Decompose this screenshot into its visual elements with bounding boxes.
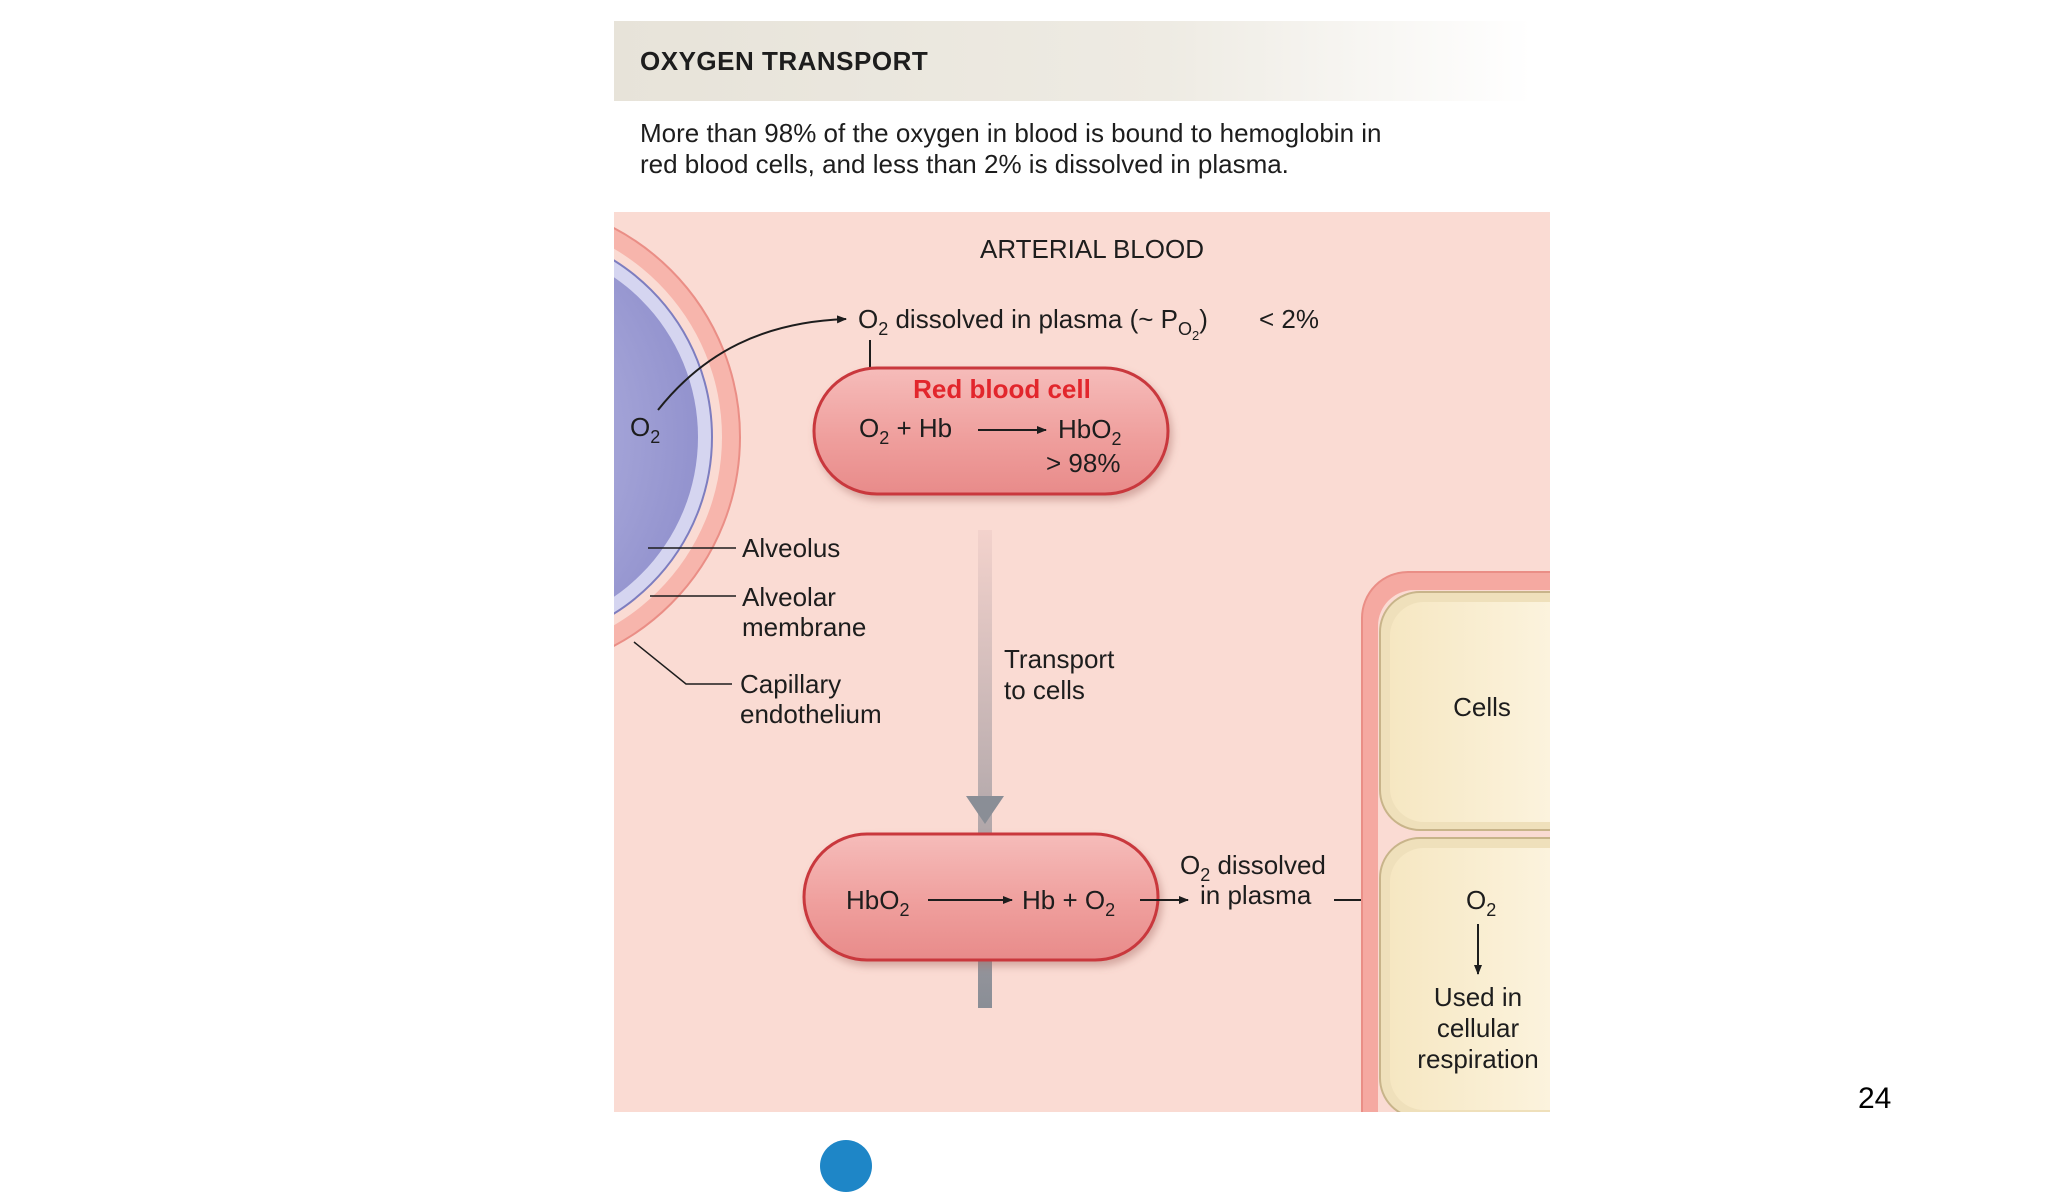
plasma-dissolved-line: O2 dissolved in plasma (~ PO2): [858, 304, 1208, 343]
rbc-percent: > 98%: [1046, 448, 1120, 478]
respiration-line-1: Used in: [1434, 982, 1522, 1012]
red-blood-cell-top: Red blood cell O2 + Hb HbO2 > 98%: [812, 366, 1170, 496]
arterial-blood-panel: O2 ARTERIAL BLOOD O2 dissolved in plasma…: [614, 212, 1550, 1112]
plasma-bottom-line-2: in plasma: [1200, 880, 1312, 910]
capillary-label-2: endothelium: [740, 699, 882, 729]
rbc-binding-lhs: O2 + Hb: [859, 413, 952, 448]
rbc-title: Red blood cell: [913, 374, 1091, 404]
alveolus-label: Alveolus: [742, 533, 840, 563]
respiration-line-2: cellular: [1437, 1013, 1520, 1043]
alveolus-structure: [614, 227, 741, 647]
alveolus-label-group: Alveolus: [648, 533, 840, 563]
cells-label: Cells: [1453, 692, 1511, 722]
transport-label-2: to cells: [1004, 675, 1085, 705]
alveolar-membrane-label-group: Alveolar membrane: [650, 582, 866, 642]
figure-header: OXYGEN TRANSPORT: [614, 21, 1532, 101]
alveolar-o2-label: O2: [630, 412, 660, 447]
capillary-label-1: Capillary: [740, 669, 841, 699]
plasma-percent: < 2%: [1259, 304, 1319, 334]
capillary-label-group: Capillary endothelium: [633, 641, 882, 729]
rbc-binding-rhs: HbO2: [1058, 414, 1121, 449]
arterial-blood-title: ARTERIAL BLOOD: [980, 234, 1204, 264]
alveolar-membrane-label-1: Alveolar: [742, 582, 836, 612]
figure-summary: More than 98% of the oxygen in blood is …: [640, 118, 1520, 180]
summary-line-1: More than 98% of the oxygen in blood is …: [640, 118, 1382, 148]
respiration-line-3: respiration: [1417, 1044, 1538, 1074]
rbc-release-rhs: Hb + O2: [1022, 885, 1115, 920]
diffusion-arrow: [657, 315, 847, 411]
tissue-cell-bottom: O2 Used in cellular respiration: [1379, 837, 1550, 1112]
oxygen-transport-diagram: O2 ARTERIAL BLOOD O2 dissolved in plasma…: [614, 227, 1550, 1112]
transport-label-1: Transport: [1004, 644, 1115, 674]
tissue-cell-top: Cells: [1379, 591, 1550, 831]
figure-title: OXYGEN TRANSPORT: [640, 45, 929, 76]
slide-number: 24: [1858, 1082, 1892, 1115]
alveolus-air-space: [614, 277, 698, 597]
alveolar-membrane-label-2: membrane: [742, 612, 866, 642]
summary-line-2: red blood cells, and less than 2% is dis…: [640, 149, 1289, 179]
cell-o2-label: O2: [1466, 885, 1496, 920]
rbc-release-lhs: HbO2: [846, 885, 909, 920]
nav-dot[interactable]: [820, 1140, 872, 1192]
red-blood-cell-bottom: HbO2 Hb + O2: [802, 832, 1160, 962]
plasma-bottom-line-1: O2 dissolved: [1180, 850, 1326, 885]
